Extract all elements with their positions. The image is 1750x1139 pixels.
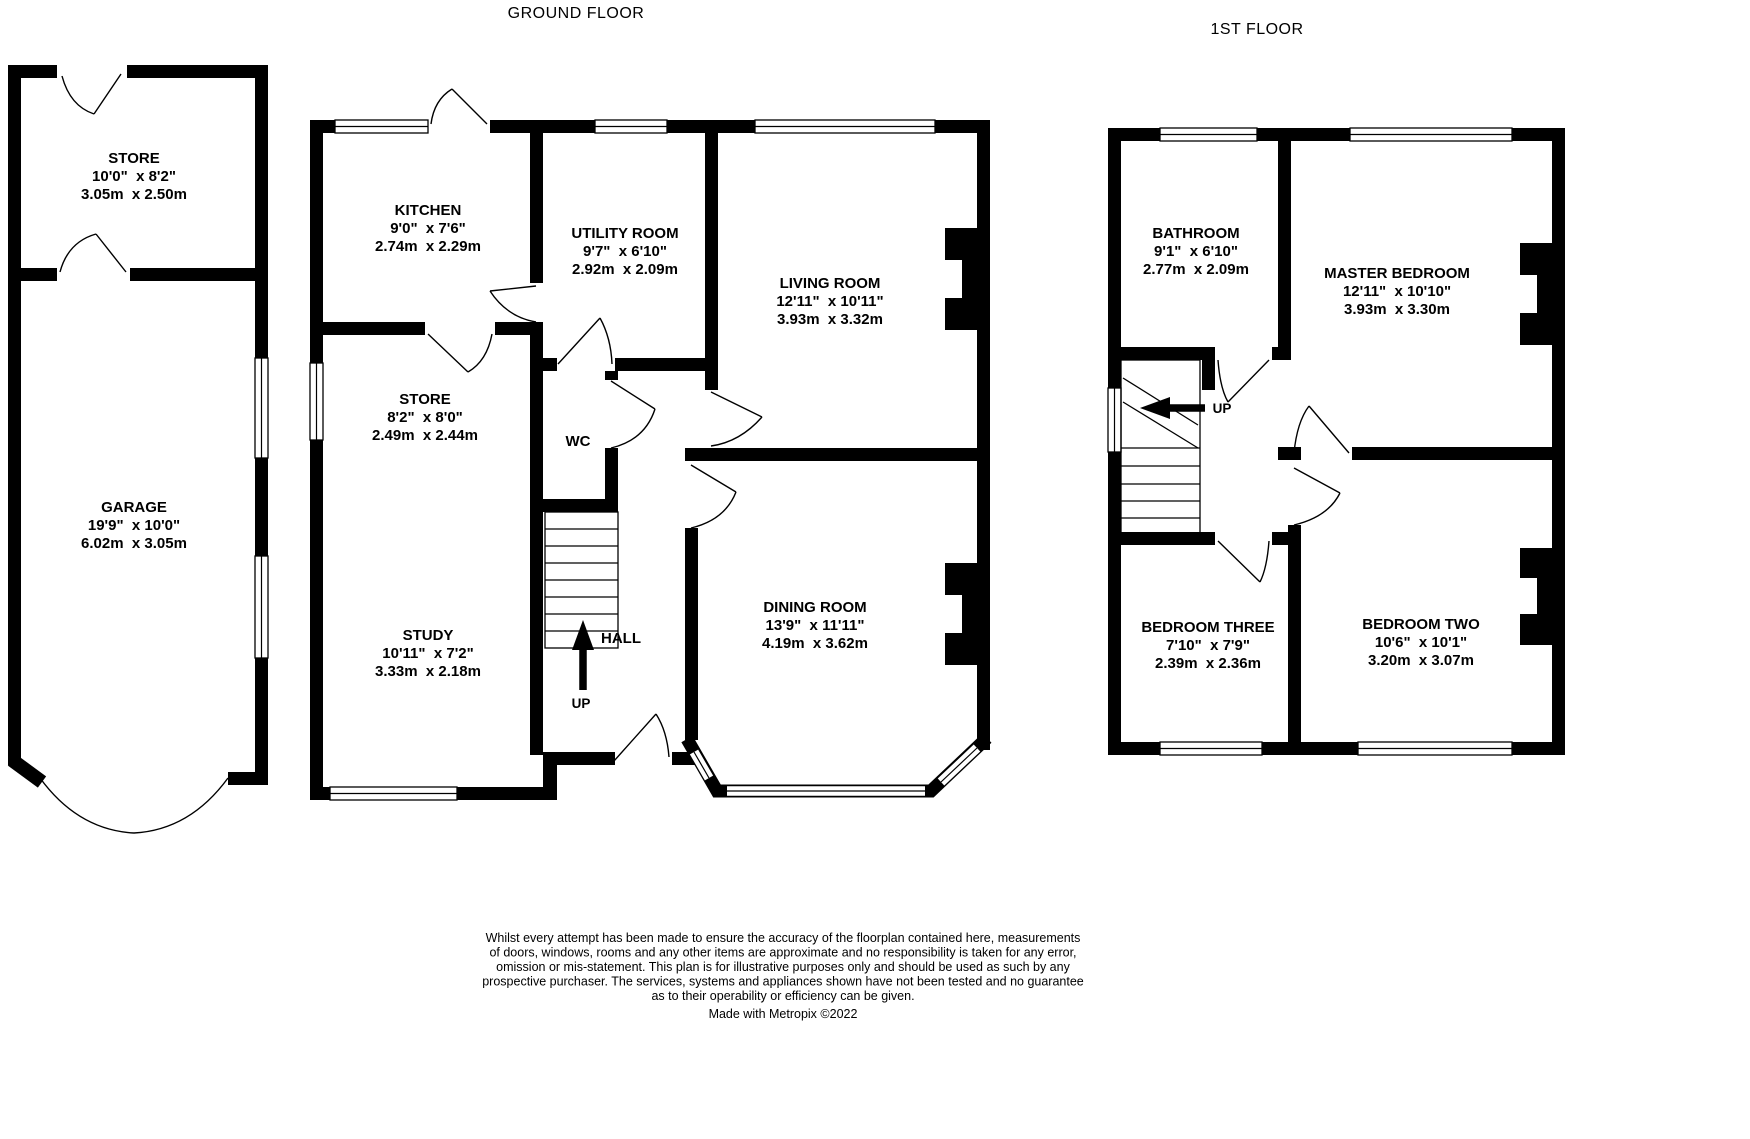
kitchen-name: KITCHEN (395, 202, 462, 219)
master-metric: 3.93m x 3.30m (1344, 301, 1450, 318)
up-arrow-ground (572, 620, 594, 690)
bedroom-three-label: BEDROOM THREE 7'10" x 7'9" 2.39m x 2.36m (1141, 619, 1274, 672)
store-name: STORE (108, 150, 159, 167)
garage-door-arcs (39, 73, 229, 834)
up-label-first: UP (1213, 401, 1232, 416)
first-floor-door-arcs (1217, 359, 1350, 583)
master-name: MASTER BEDROOM (1324, 265, 1470, 282)
first-floor-plan: BATHROOM 9'1" x 6'10" 2.77m x 2.09m MAST… (1107, 127, 1565, 756)
disclaimer-line-1: Whilst every attempt has been made to en… (486, 931, 1081, 945)
study-label: STUDY 10'11" x 7'2" 3.33m x 2.18m (375, 627, 481, 680)
utility-label: UTILITY ROOM 9'7" x 6'10" 2.92m x 2.09m (571, 225, 678, 278)
first-floor-stairs (1120, 359, 1205, 534)
store-imperial: 10'0" x 8'2" (92, 168, 176, 185)
utility-imperial: 9'7" x 6'10" (583, 243, 667, 260)
dining-name: DINING ROOM (763, 599, 866, 616)
master-imperial: 12'11" x 10'10" (1343, 283, 1451, 300)
ground-floor-title: GROUND FLOOR (508, 5, 645, 22)
bathroom-imperial: 9'1" x 6'10" (1154, 243, 1238, 260)
garage-imperial: 19'9" x 10'0" (88, 517, 180, 534)
up-label-ground: UP (572, 696, 591, 711)
disclaimer-line-4: prospective purchaser. The services, sys… (482, 975, 1084, 989)
utility-name: UTILITY ROOM (571, 225, 678, 242)
disclaimer: Whilst every attempt has been made to en… (482, 931, 1084, 1021)
garage-windows (254, 357, 269, 659)
bedroom-three-name: BEDROOM THREE (1141, 619, 1274, 636)
bathroom-label: BATHROOM 9'1" x 6'10" 2.77m x 2.09m (1143, 225, 1249, 278)
store-garage-label: STORE 10'0" x 8'2" 3.05m x 2.50m (81, 150, 187, 203)
bedroom-two-metric: 3.20m x 3.07m (1368, 652, 1474, 669)
garage-metric: 6.02m x 3.05m (81, 535, 187, 552)
bedroom-two-imperial: 10'6" x 10'1" (1375, 634, 1467, 651)
house-windows (309, 119, 981, 801)
store-metric: 3.05m x 2.50m (81, 186, 187, 203)
credit-line: Made with Metropix ©2022 (709, 1007, 858, 1021)
wc-label: WC (566, 433, 591, 450)
ground-floor-house: KITCHEN 9'0" x 7'6" 2.74m x 2.29m UTILIT… (309, 88, 992, 801)
titles: GROUND FLOOR 1ST FLOOR (508, 5, 1303, 38)
living-imperial: 12'11" x 10'11" (776, 293, 883, 310)
disclaimer-line-5: as to their operability or efficiency ca… (651, 989, 914, 1003)
inner-store-label: STORE 8'2" x 8'0" 2.49m x 2.44m (372, 391, 478, 444)
utility-metric: 2.92m x 2.09m (572, 261, 678, 278)
garage-label: GARAGE 19'9" x 10'0" 6.02m x 3.05m (81, 499, 187, 552)
kitchen-imperial: 9'0" x 7'6" (390, 220, 466, 237)
garage-block: STORE 10'0" x 8'2" 3.05m x 2.50m GARAGE … (7, 65, 269, 834)
bedroom-three-metric: 2.39m x 2.36m (1155, 655, 1261, 672)
study-imperial: 10'11" x 7'2" (382, 645, 473, 662)
kitchen-label: KITCHEN 9'0" x 7'6" 2.74m x 2.29m (375, 202, 481, 255)
garage-name: GARAGE (101, 499, 167, 516)
first-floor-windows (1107, 127, 1513, 756)
bathroom-name: BATHROOM (1152, 225, 1239, 242)
study-name: STUDY (403, 627, 454, 644)
master-bedroom-label: MASTER BEDROOM 12'11" x 10'10" 3.93m x 3… (1324, 265, 1470, 318)
inner-store-imperial: 8'2" x 8'0" (387, 409, 463, 426)
hall-label: HALL (601, 630, 641, 647)
first-floor-title: 1ST FLOOR (1210, 21, 1303, 38)
inner-store-metric: 2.49m x 2.44m (372, 427, 478, 444)
living-name: LIVING ROOM (780, 275, 881, 292)
living-metric: 3.93m x 3.32m (777, 311, 883, 328)
disclaimer-line-2: of doors, windows, rooms and any other i… (489, 946, 1076, 960)
inner-store-name: STORE (399, 391, 450, 408)
disclaimer-line-3: omission or mis-statement. This plan is … (496, 960, 1070, 974)
bedroom-three-imperial: 7'10" x 7'9" (1166, 637, 1250, 654)
kitchen-metric: 2.74m x 2.29m (375, 238, 481, 255)
study-metric: 3.33m x 2.18m (375, 663, 481, 680)
up-arrow-first (1140, 397, 1205, 419)
dining-label: DINING ROOM 13'9" x 11'11" 4.19m x 3.62m (762, 599, 868, 652)
bathroom-metric: 2.77m x 2.09m (1143, 261, 1249, 278)
bedroom-two-label: BEDROOM TWO 10'6" x 10'1" 3.20m x 3.07m (1362, 616, 1480, 669)
living-label: LIVING ROOM 12'11" x 10'11" 3.93m x 3.32… (776, 275, 883, 328)
dining-metric: 4.19m x 3.62m (762, 635, 868, 652)
house-door-arcs (427, 88, 763, 762)
ground-stairs (544, 511, 619, 690)
dining-imperial: 13'9" x 11'11" (766, 617, 865, 634)
bedroom-two-name: BEDROOM TWO (1362, 616, 1480, 633)
